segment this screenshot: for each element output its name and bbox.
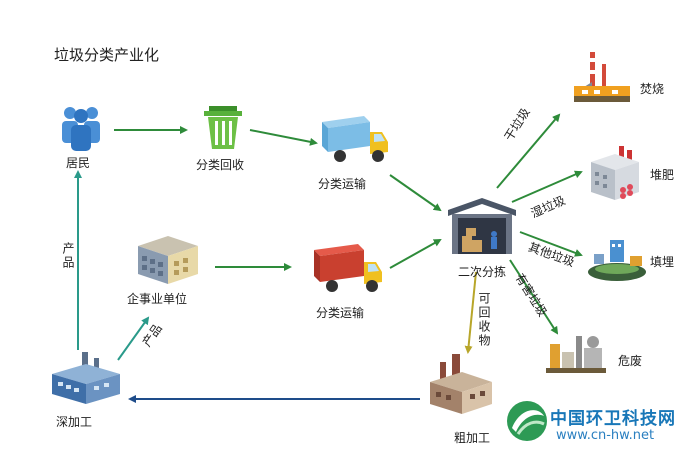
edge-recyclable: 可回收物 [477,292,491,348]
arrow-transport2-to-sort [389,239,442,269]
trash-bin-icon [204,106,242,149]
node-enterprise: 企事业单位 [127,292,188,306]
warehouse-icon [448,198,516,254]
arrow-to-rough [464,271,477,354]
node-secondary-sort: 二次分拣 [458,265,507,279]
node-rough-process: 粗加工 [454,431,491,445]
arrow-deep-to-enterprise [117,316,150,361]
building-icon [138,236,198,284]
node-residents: 居民 [66,156,91,170]
node-transport-1: 分类运输 [318,177,367,191]
node-hazardous: 危废 [618,354,643,368]
arrow-to-compost [511,170,583,203]
factory-icon [430,354,492,414]
compost-plant-icon [591,146,639,200]
factory-icon [52,352,120,404]
arrow-transport1-to-sort [389,174,442,212]
diagram-title: 垃圾分类产业化 [54,46,160,64]
node-transport-2: 分类运输 [316,306,365,320]
watermark-name: 中国环卫科技网 [550,409,676,429]
incinerator-icon [574,52,630,102]
arrow-to-hazardous [509,259,559,335]
node-landfill: 填埋 [650,255,675,269]
truck-icon [322,116,388,162]
node-compost: 堆肥 [650,168,675,182]
node-incineration: 焚烧 [640,82,665,96]
arrow-to-incineration [496,113,561,189]
site-logo-icon [507,401,547,441]
node-sort-collect: 分类回收 [196,158,245,172]
watermark-url: www.cn-hw.net [556,428,655,443]
truck-icon [314,244,382,292]
hazardous-plant-icon [546,336,606,373]
landfill-icon [588,240,646,281]
edge-product-1: 产品 [61,242,75,270]
arrow-to-landfill [519,231,583,257]
node-deep-process: 深加工 [56,415,93,429]
arrow-collect-to-transport [249,129,318,146]
people-group-icon [62,107,100,151]
